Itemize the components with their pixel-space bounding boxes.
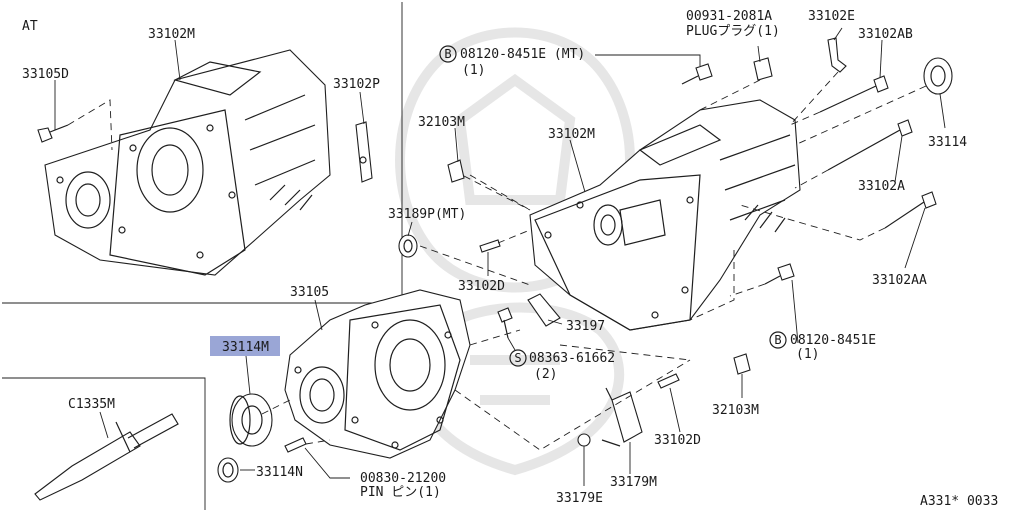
label-c1335m: C1335M bbox=[68, 397, 115, 412]
label-33102p: 33102P bbox=[333, 77, 380, 92]
mt-front-case bbox=[284, 289, 471, 459]
seal-33114 bbox=[794, 57, 953, 146]
label-33102d-lower: 33102D bbox=[654, 433, 701, 448]
label-33114m: 33114M bbox=[222, 340, 269, 355]
label-33102ab: 33102AB bbox=[858, 27, 913, 42]
bolt-08120-lower bbox=[729, 263, 795, 297]
fitting-33102e bbox=[789, 37, 847, 126]
at-transfer-assembly bbox=[44, 49, 331, 276]
dowel-33102d-upper bbox=[479, 229, 531, 253]
plug-32103m-top bbox=[447, 159, 531, 211]
bolt-33102ab bbox=[789, 75, 889, 126]
bracket-33102p bbox=[355, 121, 373, 183]
label-33179m: 33179M bbox=[610, 475, 657, 490]
bolt-33102a bbox=[794, 119, 913, 189]
svg-text:B: B bbox=[774, 333, 781, 347]
label-screw-code: 08363-61662 bbox=[529, 351, 615, 366]
seal-33189p bbox=[398, 234, 418, 258]
label-plug: PLUGプラグ(1) bbox=[686, 24, 780, 39]
label-bolt-qty: (1) bbox=[796, 347, 819, 362]
circle-b-low: B bbox=[769, 331, 787, 349]
bolt-08120-mt bbox=[595, 54, 713, 85]
circle-s: S bbox=[509, 349, 527, 367]
pin-00830 bbox=[284, 437, 307, 453]
ring-33114n bbox=[217, 457, 239, 483]
bolt-33105d bbox=[37, 99, 113, 151]
drawing-code: A331* 0033 bbox=[920, 494, 998, 509]
circle-b-top: B bbox=[439, 45, 457, 63]
sealant-tube-c1335m bbox=[34, 413, 179, 501]
cover-33179m bbox=[601, 387, 643, 447]
label-33105: 33105 bbox=[290, 285, 329, 300]
tool-section-frame bbox=[2, 377, 206, 510]
label-33105d: 33105D bbox=[22, 67, 69, 82]
svg-text:S: S bbox=[514, 351, 521, 365]
svg-text:B: B bbox=[444, 47, 451, 61]
label-33197: 33197 bbox=[566, 319, 605, 334]
bearing-33114m bbox=[229, 393, 273, 447]
label-bolt-mt: 08120-8451E (MT) bbox=[460, 47, 585, 62]
label-00830-21200: 00830-21200 bbox=[360, 471, 446, 486]
label-32103m-top: 32103M bbox=[418, 115, 465, 130]
assembly-lines bbox=[261, 174, 735, 451]
leader-lines bbox=[54, 27, 946, 486]
label-33102aa: 33102AA bbox=[872, 273, 927, 288]
label-32103m-low: 32103M bbox=[712, 403, 759, 418]
label-bolt-mt-qty: (1) bbox=[462, 63, 485, 78]
label-33102m-mt: 33102M bbox=[548, 127, 595, 142]
plug-32103m-lower bbox=[733, 353, 751, 375]
screw-08363 bbox=[497, 307, 513, 339]
label-33102a: 33102A bbox=[858, 179, 905, 194]
at-section-label: AT bbox=[22, 19, 38, 34]
mt-rear-case bbox=[529, 99, 801, 331]
label-33189p: 33189P(MT) bbox=[388, 207, 466, 222]
label-33102e: 33102E bbox=[808, 9, 855, 24]
label-bolt-code: 08120-8451E bbox=[790, 333, 876, 348]
label-pin: PIN ピン(1) bbox=[360, 485, 441, 500]
dowel-33102d-lower bbox=[657, 373, 680, 389]
plug-00931 bbox=[699, 57, 773, 111]
bracket-33197 bbox=[527, 293, 561, 327]
label-33114n: 33114N bbox=[256, 465, 303, 480]
bolt-33102aa bbox=[739, 191, 937, 241]
label-33114: 33114 bbox=[928, 135, 967, 150]
label-00931-2081a: 00931-2081A bbox=[686, 9, 772, 24]
label-33102d-upper: 33102D bbox=[458, 279, 505, 294]
label-33179e: 33179E bbox=[556, 491, 603, 506]
highlight-33114m bbox=[210, 336, 280, 356]
label-33102m-at: 33102M bbox=[148, 27, 195, 42]
label-screw-qty: (2) bbox=[534, 367, 557, 382]
ball-33179e bbox=[577, 433, 591, 447]
